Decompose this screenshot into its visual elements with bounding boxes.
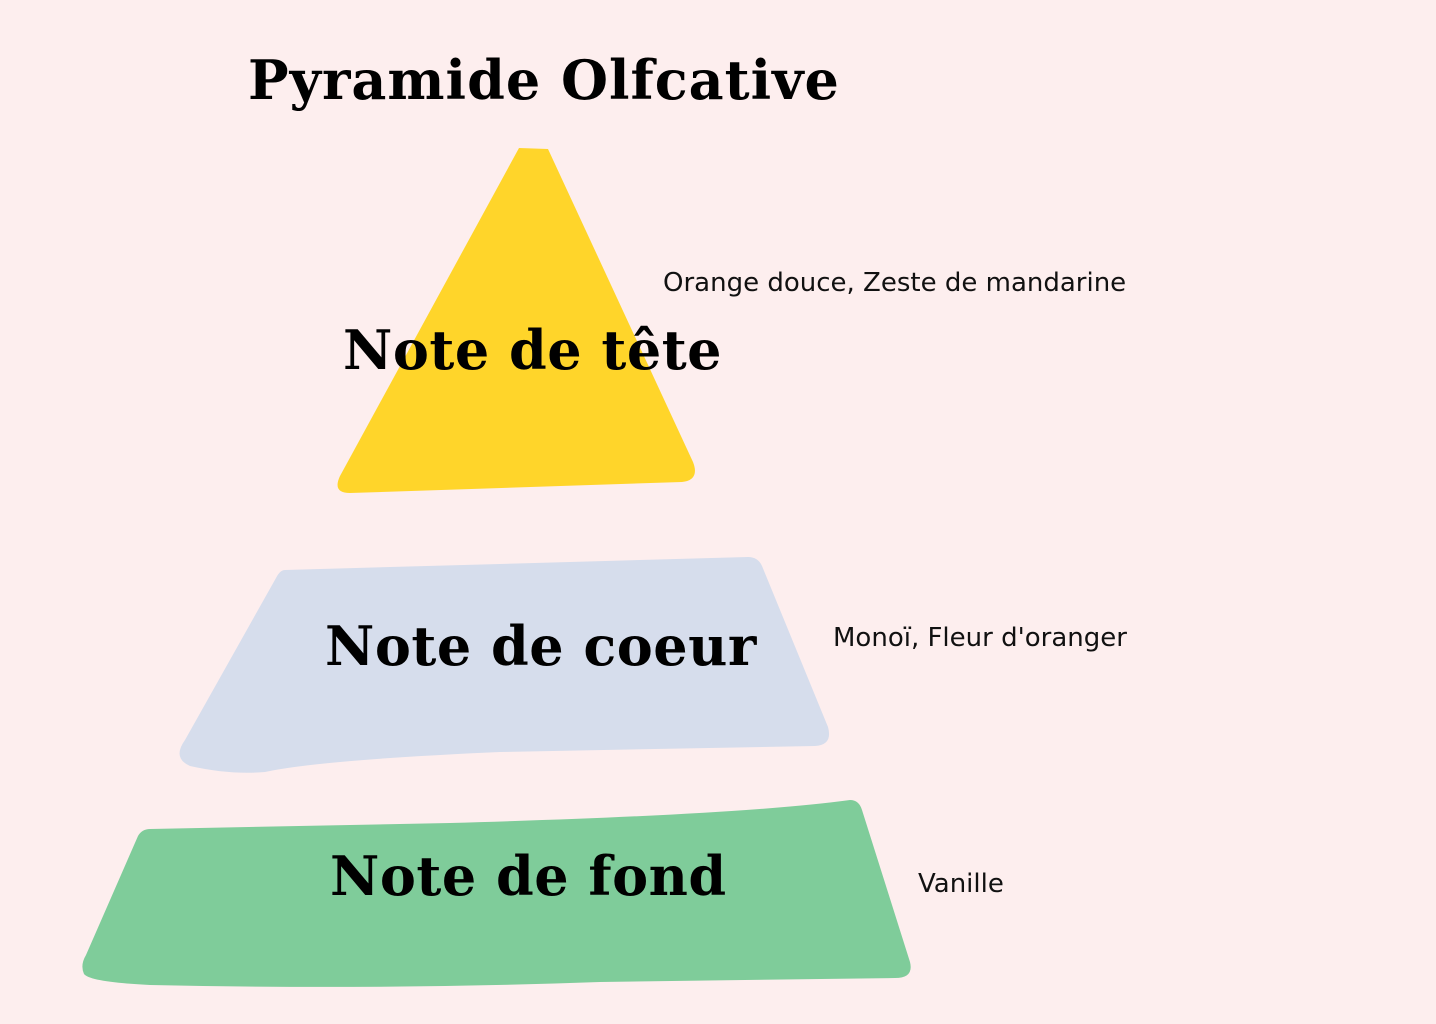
heart-note-ingredients: Monoï, Fleur d'oranger [833,623,1127,653]
top-note-ingredients: Orange douce, Zeste de mandarine [663,268,1127,298]
base-note-label: Note de fond [330,844,727,908]
base-note-ingredients: Vanille [918,869,1004,899]
top-note-triangle [337,148,695,493]
heart-note-trapezoid [179,557,830,773]
top-note-label: Note de tête [343,318,722,382]
base-note-trapezoid [82,800,911,987]
page-title: Pyramide Olfcative [248,48,840,112]
heart-note-label: Note de coeur [325,614,757,678]
